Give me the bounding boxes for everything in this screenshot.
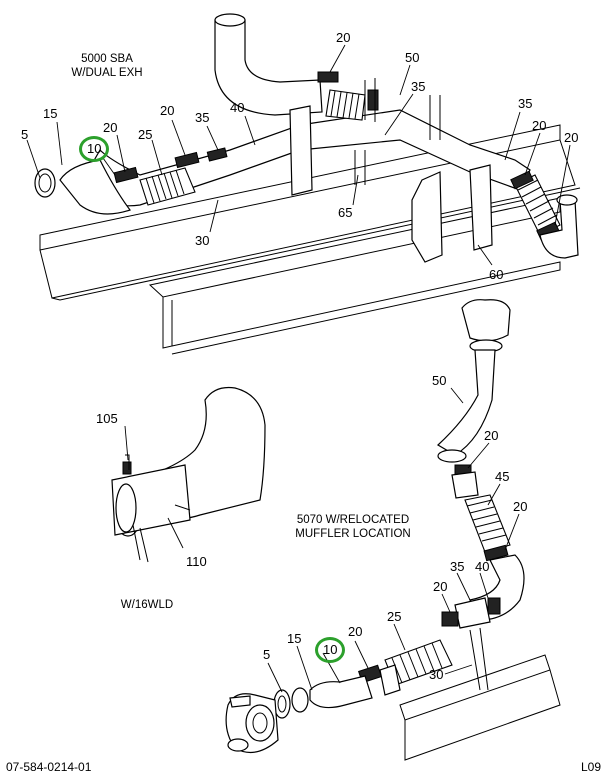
callout-right-20a: 20 [484,428,499,443]
callout-top-20c: 20 [336,30,351,45]
callout-right-20c: 20 [433,579,448,594]
callout-right-45: 45 [495,469,510,484]
highlight-circle-top-10 [79,136,109,162]
weld-note: W/16WLD [120,599,174,611]
callout-top-30: 30 [195,233,210,248]
top-right-bellows [510,170,579,259]
footer-page-code: L09 [581,760,602,774]
callout-bot-15: 15 [287,631,302,646]
callout-bot-10: 10 [323,642,338,657]
highlight-circle-bottom-10 [315,637,345,663]
right-stack-top [437,299,511,499]
bottom-frame-rail [399,654,561,761]
callout-top-25: 25 [138,127,153,142]
footer-doc-number: 07-584-0214-01 [6,760,92,774]
top-config-caption: 5000 SBA W/DUAL EXH [62,52,152,80]
callout-top-20d: 20 [532,118,547,133]
callout-top-65: 65 [338,205,353,220]
top-left-clamps [113,147,228,184]
callout-right-20b: 20 [513,499,528,514]
callout-top-15: 15 [43,106,58,121]
top-main-pipe [34,109,531,215]
callout-top-5: 5 [21,127,29,142]
callout-bot-20: 20 [348,624,363,639]
callout-right-50: 50 [432,373,447,388]
mid-config-line1: 5070 W/RELOCATED [296,514,410,526]
callout-right-40: 40 [475,559,490,574]
top-brackets [289,105,493,263]
callout-top-20a: 20 [103,120,118,135]
top-center-bellows [317,71,441,140]
callout-top-35a: 35 [195,110,210,125]
callout-top-50: 50 [405,50,420,65]
callout-top-10: 10 [87,141,102,156]
callout-bot-5: 5 [263,647,271,662]
mid-config-line2: MUFFLER LOCATION [295,528,411,540]
top-config-line2: W/DUAL EXH [71,67,143,79]
callout-bot-25: 25 [387,609,402,624]
right-bellows [464,494,511,562]
top-config-line1: 5000 SBA [81,53,133,65]
right-elbow [441,554,525,691]
callout-top-60: 60 [489,267,504,282]
callout-top-20b: 20 [160,103,175,118]
bottom-pipe [273,675,373,719]
callout-mid-105: 105 [96,411,118,426]
callout-mid-110: 110 [186,554,207,569]
callout-top-35b: 35 [411,79,426,94]
top-left-bellows [139,167,196,206]
callout-right-35: 35 [450,559,465,574]
muffler [111,386,266,563]
bottom-turbo [225,693,279,754]
callout-top-20e: 20 [564,130,579,145]
callout-top-35c: 35 [518,96,533,111]
mid-config-caption: 5070 W/RELOCATED MUFFLER LOCATION [278,513,428,541]
callout-top-40: 40 [230,100,245,115]
top-vertical-stack [214,13,323,116]
callout-bot-30: 30 [429,667,444,682]
